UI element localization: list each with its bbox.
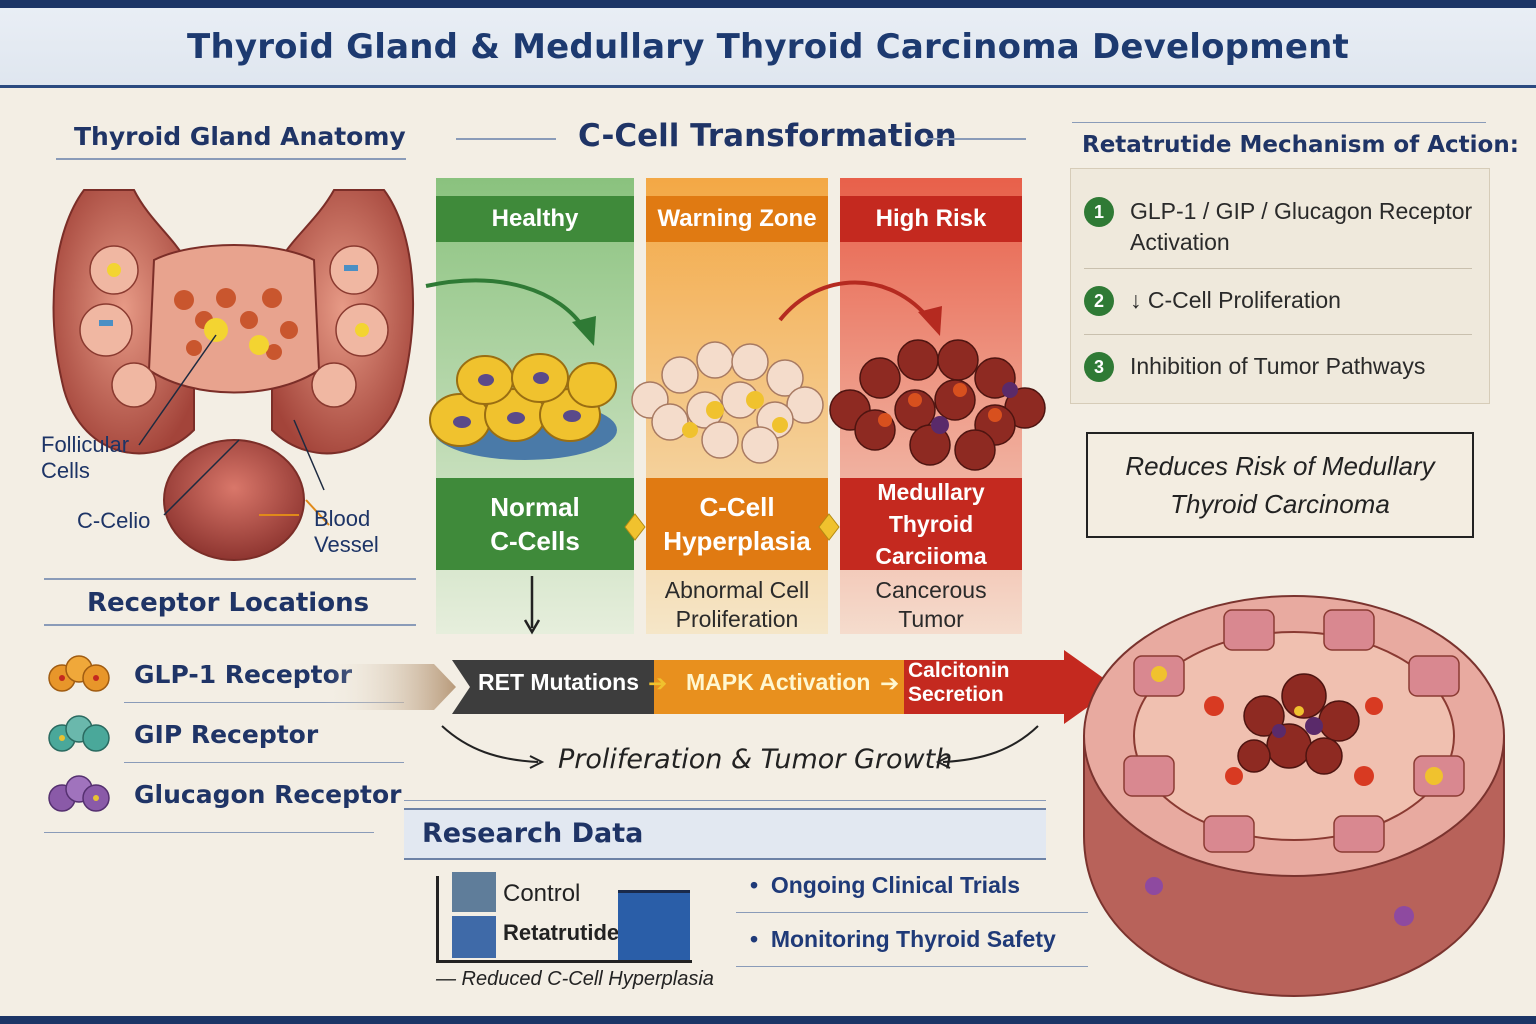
title-band: Thyroid Gland & Medullary Thyroid Carcin… [0, 8, 1536, 88]
stage-label-hyperplasia: C-Cell Hyperplasia [646, 478, 828, 570]
pathway-arrow-2: ➔ [880, 670, 900, 696]
tumor-tissue-cross-section [1083, 595, 1505, 998]
c-cell-label: C-Celio [77, 508, 151, 533]
step-1-badge: 1 [1084, 197, 1114, 227]
pathway-calcitonin: Calcitonin Secretion [908, 659, 1010, 706]
glucagon-receptor-icon [48, 775, 110, 812]
signaling-pathway-arrow [324, 650, 1116, 724]
bullet-safety-text: Monitoring Thyroid Safety [770, 926, 1056, 952]
anatomy-heading: Thyroid Gland Anatomy [74, 122, 406, 151]
glp1-receptor-label: GLP-1 Receptor [134, 659, 353, 689]
control-label: Control [503, 880, 581, 907]
mechanism-panel [1070, 168, 1490, 404]
receptor-sep-1 [124, 702, 404, 703]
page-title: Thyroid Gland & Medullary Thyroid Carcin… [187, 26, 1349, 67]
bullet-trials: • Ongoing Clinical Trials [750, 872, 1021, 898]
step-2-badge: 2 [1084, 286, 1114, 316]
anatomy-rule [56, 158, 406, 160]
zone-healthy: Healthy [436, 196, 634, 242]
pathway-mapk: MAPK Activation [686, 669, 871, 695]
receptor-glucagon: Glucagon Receptor [46, 768, 401, 820]
chart-caption: — Reduced C-Cell Hyperplasia [436, 968, 714, 990]
diamond-connector-1 [624, 513, 646, 541]
bullet-trials-text: Ongoing Clinical Trials [770, 872, 1021, 898]
ct-rule-left [456, 138, 556, 140]
ct-rule-right [926, 138, 1026, 140]
blood-vessel-label: Blood Vessel [314, 506, 379, 557]
pathway-ret: RET Mutations [478, 669, 639, 695]
receptor-sep-2 [124, 762, 404, 763]
stage-label-carcinoma: Medullary Thyroid Carciioma [840, 478, 1022, 570]
receptor-rule-bottom [44, 624, 416, 626]
zone-warning: Warning Zone [646, 196, 828, 242]
retatrutide-bar [618, 890, 690, 960]
glucagon-receptor-label: Glucagon Receptor [134, 779, 402, 809]
control-swatch [452, 872, 496, 912]
mechanism-item-3: 3 Inhibition of Tumor Pathways [1084, 351, 1425, 382]
research-header-box [404, 808, 1046, 860]
mechanism-text-1: GLP-1 / GIP / Glucagon Receptor Activati… [1130, 198, 1473, 255]
chart-y-axis [436, 876, 439, 962]
research-rule [404, 800, 1046, 801]
bullet-sep-2 [736, 966, 1088, 967]
stage-sub-hyperplasia: Abnormal Cell Proliferation [664, 577, 810, 632]
glp1-receptor-icon [48, 655, 110, 692]
gip-receptor-icon [48, 715, 110, 752]
bottom-border [0, 1016, 1536, 1024]
mechanism-item-2: 2 ↓ C-Cell Proliferation [1084, 285, 1341, 316]
mech-sep-1 [1084, 268, 1472, 269]
mechanism-text-2: ↓ C-Cell Proliferation [1130, 287, 1341, 313]
transformation-heading: C-Cell Transformation [578, 118, 957, 154]
chart-x-axis [436, 960, 692, 963]
receptor-glp1: GLP-1 Receptor [46, 648, 352, 700]
bullet-sep [736, 912, 1088, 913]
stage-label-normal: Normal C-Cells [436, 478, 634, 570]
research-heading: Research Data [422, 818, 644, 849]
mech-rule-top [1072, 122, 1486, 123]
gip-receptor-label: GIP Receptor [134, 719, 319, 749]
receptor-rule-end [44, 832, 374, 833]
top-border [0, 0, 1536, 8]
mech-sep-2 [1084, 334, 1472, 335]
mechanism-item-1: 1 GLP-1 / GIP / Glucagon Receptor Activa… [1084, 196, 1472, 258]
down-arrow-icon [523, 576, 541, 635]
zone-high-risk: High Risk [840, 196, 1022, 242]
receptor-heading: Receptor Locations [87, 588, 370, 618]
mechanism-heading: Retatrutide Mechanism of Action: [1082, 132, 1519, 158]
thyroid-gland-illustration [52, 189, 414, 561]
retatrutide-swatch [452, 916, 496, 958]
diamond-connector-2 [818, 513, 840, 541]
stage-cells-illustration [425, 278, 1046, 471]
growth-label: Proliferation & Tumor Growth [558, 744, 953, 775]
stage-healthy: Healthy Normal C-Cells [436, 178, 634, 635]
receptor-gip: GIP Receptor [46, 708, 318, 760]
mechanism-text-3: Inhibition of Tumor Pathways [1130, 353, 1426, 379]
stage-sub-carcinoma: Cancerous Tumor [875, 577, 987, 632]
receptor-rule-top [44, 578, 416, 580]
pathway-arrow-1: ➔ [648, 670, 668, 696]
retatrutide-label: Retatrutide [503, 920, 620, 945]
follicular-cells-label: Follicular Cells [41, 432, 130, 483]
bullet-safety: • Monitoring Thyroid Safety [750, 926, 1056, 952]
outcome-box: Reduces Risk of Medullary Thyroid Carcin… [1086, 432, 1474, 538]
step-3-badge: 3 [1084, 352, 1114, 382]
growth-arrows [441, 725, 1039, 769]
